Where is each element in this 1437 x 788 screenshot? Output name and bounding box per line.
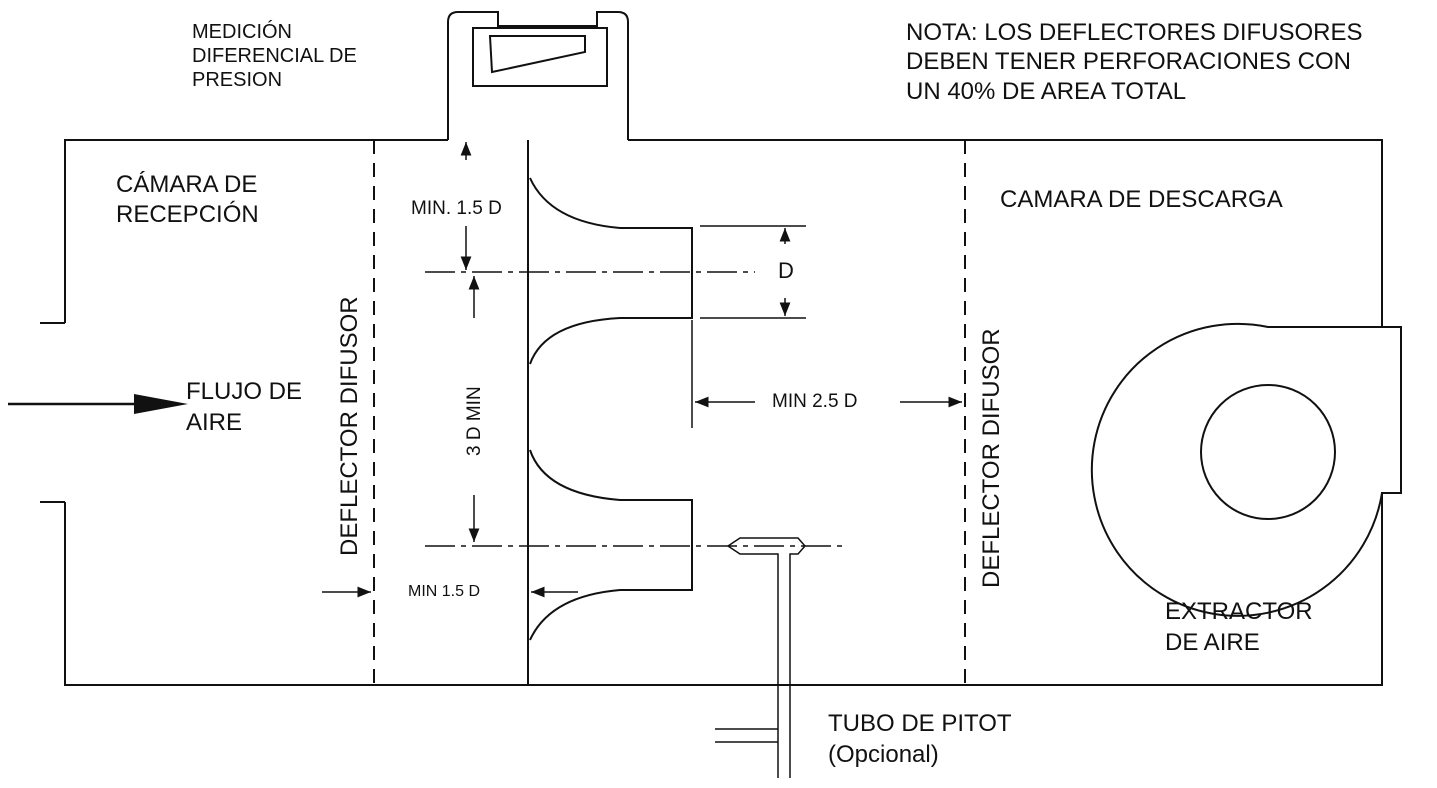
nozzle-lower [529,449,693,641]
dim-3d-min: 3 D MIN [464,382,486,460]
discharge-chamber-label: CAMARA DE DESCARGA [1000,186,1283,213]
dim-min-2-5d: MIN 2.5 D [768,391,862,414]
chamber-outline [40,139,1402,686]
nozzle-upper [529,177,693,365]
extractor-label: EXTRACTOR DE AIRE [1165,598,1313,657]
airflow-arrow-head [134,394,188,414]
pitot-label: TUBO DE PITOT (Opcional) [828,710,1012,769]
extractor-fan [1090,322,1383,617]
dim-min-1-5d-top: MIN. 1.5 D [409,198,504,221]
pitot-tube [715,537,806,778]
dim-d: D [776,258,796,285]
deflector-right-label: DEFLECTOR DIFUSOR [978,328,1005,588]
note-label: NOTA: LOS DEFLECTORES DIFUSORES DEBEN TE… [906,19,1363,105]
dim-min-1-5d-bottom: MIN 1.5 D [408,583,481,600]
pressure-measurement-label: MEDICIÓN DIFERENCIAL DE PRESION [192,21,357,91]
airflow-label: FLUJO DE AIRE [186,378,303,437]
receiving-chamber-label: CÁMARA DE RECEPCIÓN [116,171,259,228]
deflector-left-label: DEFLECTOR DIFUSOR [336,296,363,556]
pressure-gauge [447,11,629,140]
